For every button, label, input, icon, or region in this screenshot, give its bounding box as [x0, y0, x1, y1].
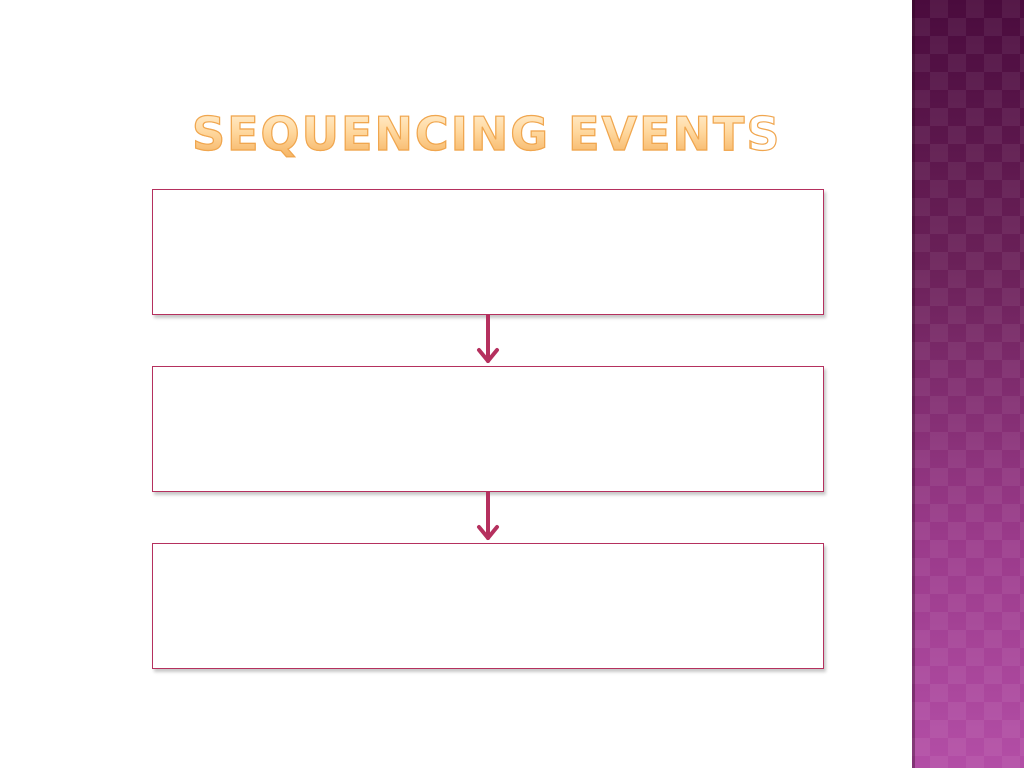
decorative-side-panel [912, 0, 1024, 768]
arrow-down-icon [477, 492, 499, 540]
arrow-down-icon [477, 315, 499, 363]
sequence-box-1-text [153, 190, 823, 314]
sequence-box-2[interactable] [152, 366, 824, 492]
sequence-box-1[interactable] [152, 189, 824, 315]
slide-title: Sequencing Events [191, 104, 780, 164]
sequence-box-3-text [153, 544, 823, 668]
sequence-box-2-text [153, 367, 823, 491]
sequence-box-3[interactable] [152, 543, 824, 669]
